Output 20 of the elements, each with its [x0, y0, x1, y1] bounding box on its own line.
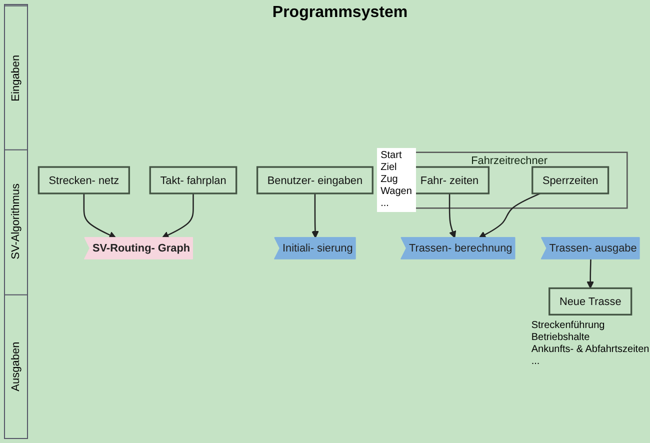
arrow	[312, 193, 319, 238]
node-box: Sperrzeiten	[532, 166, 610, 194]
node-box: Benutzer- eingaben	[256, 166, 374, 194]
arrow	[162, 193, 194, 238]
list-item: Ankunfts- & Abfahrtszeiten	[531, 344, 650, 356]
list-item: ...	[380, 198, 389, 210]
arrow	[83, 193, 116, 238]
diagram-title: Programmsystem	[271, 4, 409, 22]
arrow	[448, 193, 456, 238]
lane-label: Eingaben	[10, 54, 22, 101]
arrow	[586, 259, 594, 289]
list-item: ...	[531, 356, 540, 368]
list-item: Streckenführung	[531, 320, 605, 332]
node-box: Takt- fahrplan	[149, 166, 238, 194]
list-item: Betriebshalte	[531, 332, 590, 344]
arrow	[478, 192, 541, 238]
node-box: Strecken- netz	[38, 166, 130, 194]
lane-label: SV-Algorithmus	[10, 184, 22, 260]
lane-label: Ausgaben	[10, 342, 22, 392]
node-box: Neue Trasse	[548, 287, 632, 316]
